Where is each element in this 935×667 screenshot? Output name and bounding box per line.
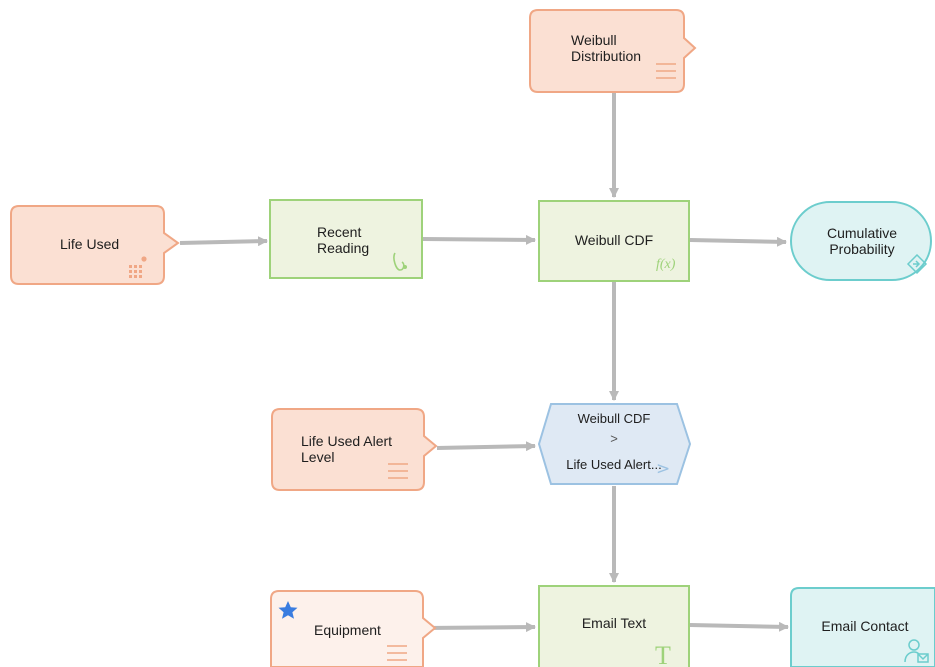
node-life-used[interactable] [10, 205, 180, 285]
edges [179, 92, 789, 633]
list-icon [656, 63, 676, 79]
node-weibull-distribution[interactable] [529, 9, 697, 93]
node-email-text[interactable]: T [538, 585, 690, 667]
list-icon [387, 645, 407, 661]
edge-life-used-to-recent-reading [179, 236, 268, 247]
node-comparison[interactable]: > [537, 403, 692, 485]
reading-curve-icon [393, 252, 407, 271]
fx-icon: f(x) [656, 257, 676, 272]
scatter-icon [129, 256, 147, 278]
node-cumulative-probability[interactable] [790, 201, 932, 281]
node-life-used-alert-level[interactable] [271, 408, 438, 491]
contact-icon [904, 639, 929, 663]
edge-recent-reading-to-weibull-cdf [422, 234, 536, 245]
star-icon [278, 601, 298, 619]
list-icon [388, 463, 408, 479]
node-equipment[interactable] [270, 590, 437, 667]
greater-than-icon: > [656, 459, 670, 479]
text-t-icon: T [655, 641, 671, 667]
node-recent-reading[interactable] [269, 199, 423, 279]
edge-weibull-cdf-to-cumulative-probability [689, 236, 787, 247]
edge-email-text-to-email-contact [689, 621, 789, 632]
node-email-contact[interactable] [790, 587, 935, 667]
edge-alert-level-to-comparison [436, 441, 536, 452]
output-icon [906, 253, 928, 275]
edge-equipment-to-email-text [424, 622, 536, 633]
node-weibull-cdf[interactable]: f(x) [538, 200, 690, 282]
